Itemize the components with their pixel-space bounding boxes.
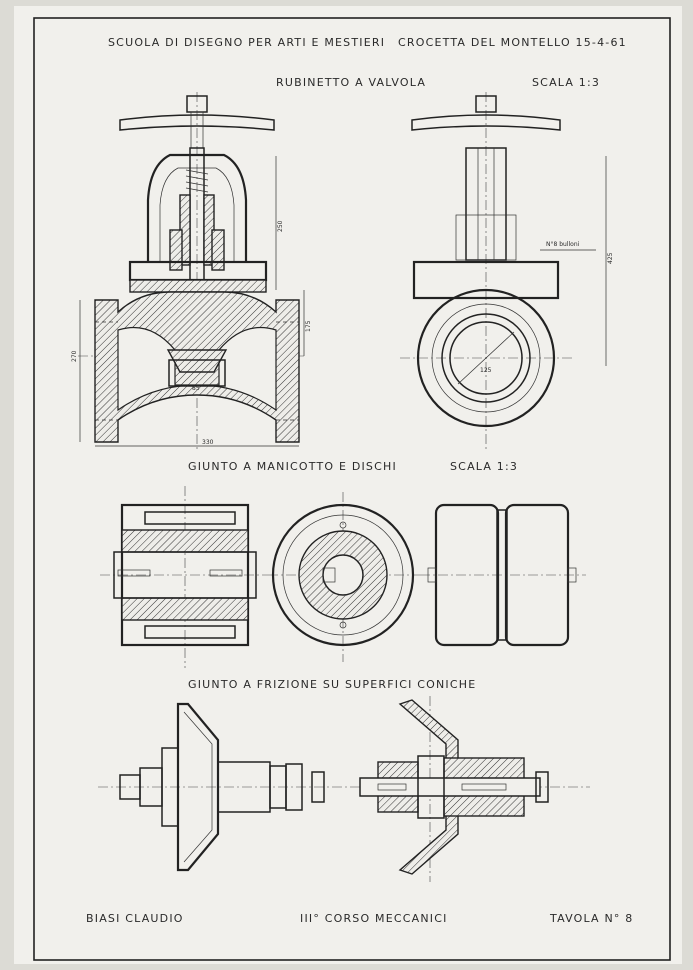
valve-title: RUBINETTO A VALVOLA xyxy=(276,76,426,89)
sleeve-coupling-outside-view xyxy=(420,503,586,647)
friction-coupling-section xyxy=(352,696,590,882)
valve-section-view: 250 175 270 85 330 xyxy=(71,92,312,450)
dim-270: 270 xyxy=(71,350,78,362)
dim-85: 85 xyxy=(192,385,200,392)
valve-side-view: 125 N°8 bulloni 425 xyxy=(400,92,614,450)
dim-425: 425 xyxy=(607,252,614,264)
sleeve-title: GIUNTO A MANICOTTO E DISCHI xyxy=(188,460,397,473)
sleeve-coupling-section xyxy=(100,486,268,668)
valve-scale: SCALA 1:3 xyxy=(532,76,600,89)
footer-course: III° CORSO MECCANICI xyxy=(300,912,448,925)
header-place-date: CROCETTA DEL MONTELLO 15-4-61 xyxy=(398,36,627,49)
friction-title: GIUNTO A FRIZIONE SU SUPERFICI CONICHE xyxy=(188,678,476,691)
dim-250: 250 xyxy=(277,220,284,232)
dim-125: 125 xyxy=(480,367,492,374)
footer-author: BIASI CLAUDIO xyxy=(86,912,184,925)
sleeve-scale: SCALA 1:3 xyxy=(450,460,518,473)
dim-175: 175 xyxy=(305,320,312,332)
friction-coupling-outside-view xyxy=(98,702,352,872)
dim-330: 330 xyxy=(202,439,214,446)
header-school: SCUOLA DI DISEGNO PER ARTI E MESTIERI xyxy=(108,36,385,49)
drawing-border xyxy=(33,17,671,961)
footer-plate: TAVOLA N° 8 xyxy=(549,912,634,925)
bolts-note: N°8 bulloni xyxy=(546,241,580,248)
sleeve-coupling-end-view xyxy=(268,492,420,662)
